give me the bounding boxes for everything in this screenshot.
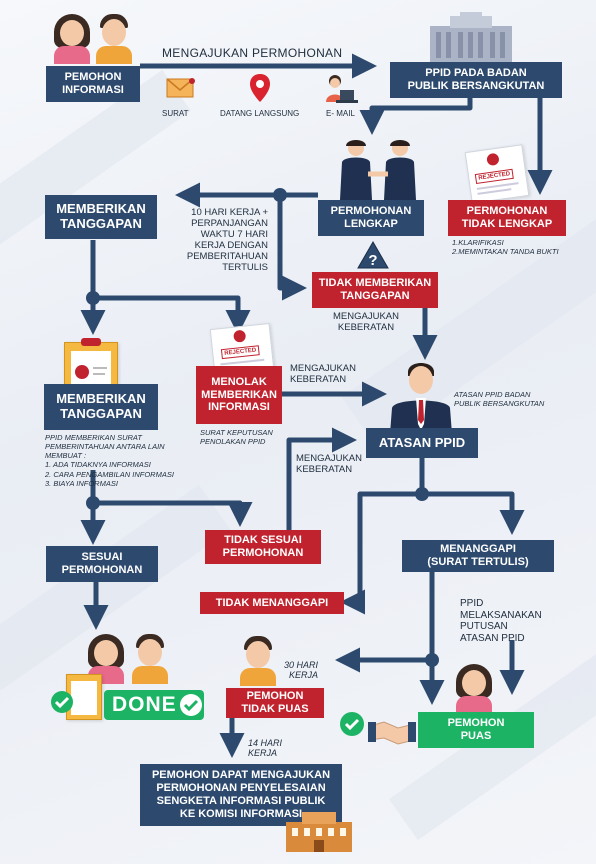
tidak-sesuai-permohonan-box: TIDAK SESUAI PERMOHONAN bbox=[205, 530, 321, 564]
ppid-badan-publik-box: PPID PADA BADAN PUBLIK BERSANGKUTAN bbox=[390, 62, 562, 98]
permohonan-tidak-lengkap-box: PERMOHONAN TIDAK LENGKAP bbox=[448, 200, 566, 236]
check-circle-icon bbox=[51, 691, 73, 713]
check-circle-icon bbox=[340, 712, 364, 736]
menanggapi-surat-tertulis-box: MENANGGAPI (SURAT TERTULIS) bbox=[402, 540, 554, 572]
mengajukan-permohonan-label: MENGAJUKAN PERMOHONAN bbox=[162, 46, 343, 60]
building-icon bbox=[286, 812, 352, 852]
ppid-melaksanakan-label: PPID MELAKSANAKAN PUTUSAN ATASAN PPID bbox=[460, 598, 542, 644]
surat-label: SURAT bbox=[162, 109, 189, 118]
rejected-document-icon: REJECTED bbox=[464, 144, 530, 204]
atasan-ppid-box: ATASAN PPID bbox=[366, 428, 478, 458]
check-circle-icon bbox=[180, 694, 202, 716]
email-label: E- MAIL bbox=[326, 109, 355, 118]
tidak-lengkap-notes: 1.KLARIFIKASI 2.MEMINTAKAN TANDA BUKTI bbox=[452, 238, 559, 256]
pemohon-puas-box: PEMOHON PUAS bbox=[418, 712, 534, 748]
handshake-icon bbox=[368, 721, 416, 745]
question-warning-icon: ? bbox=[357, 240, 389, 269]
surat-keputusan-note: SURAT KEPUTUSAN PENOLAKAN PPID bbox=[200, 428, 273, 446]
man-avatar-icon bbox=[130, 634, 170, 684]
laptop-person-icon bbox=[326, 75, 358, 103]
businessman-icon bbox=[390, 363, 452, 434]
atasan-ppid-note: ATASAN PPID BADAN PUBLIK BERSANGKUTAN bbox=[454, 390, 545, 408]
mengajukan-keberatan-label-1: MENGAJUKAN KEBERATAN bbox=[333, 311, 399, 333]
pemohon-informasi-box: PEMOHON INFORMASI bbox=[46, 66, 140, 102]
handshake-businessmen-icon bbox=[340, 140, 416, 200]
ppid-surat-notes: PPID MEMBERIKAN SURAT PEMBERINTAHUAN ANT… bbox=[45, 433, 174, 488]
tiga-puluh-hari-label: 30 HARI KERJA bbox=[284, 660, 319, 681]
woman-avatar-icon bbox=[52, 14, 92, 64]
svg-text:?: ? bbox=[368, 252, 377, 269]
tidak-memberikan-tanggapan-box: TIDAK MEMBERIKAN TANGGAPAN bbox=[312, 272, 438, 308]
memberikan-tanggapan-box-1: MEMBERIKAN TANGGAPAN bbox=[45, 195, 157, 239]
done-label: DONE bbox=[112, 692, 177, 716]
clipboard-icon bbox=[66, 674, 102, 720]
tidak-menanggapi-box: TIDAK MENANGGAPI bbox=[200, 592, 344, 614]
empat-belas-hari-label: 14 HARI KERJA bbox=[248, 738, 283, 759]
memberikan-tanggapan-box-2: MEMBERIKAN TANGGAPAN bbox=[44, 384, 158, 430]
envelope-icon bbox=[166, 78, 195, 98]
mengajukan-keberatan-label-2: MENGAJUKAN KEBERATAN bbox=[290, 363, 356, 385]
mengajukan-keberatan-label-3: MENGAJUKAN KEBERATAN bbox=[296, 453, 362, 475]
man-avatar-icon bbox=[94, 14, 134, 64]
government-building-icon bbox=[430, 12, 512, 62]
man-avatar-icon bbox=[238, 636, 278, 686]
permohonan-lengkap-box: PERMOHONAN LENGKAP bbox=[318, 200, 424, 236]
rejected-stamp: REJECTED bbox=[220, 345, 260, 360]
menolak-memberikan-informasi-box: MENOLAK MEMBERIKAN INFORMASI bbox=[196, 366, 282, 424]
rejected-stamp: REJECTED bbox=[474, 168, 514, 184]
sepuluh-hari-kerja-note: 10 HARI KERJA + PERPANJANGAN WAKTU 7 HAR… bbox=[186, 207, 268, 273]
datang-langsung-label: DATANG LANGSUNG bbox=[220, 109, 300, 118]
pemohon-tidak-puas-box: PEMOHON TIDAK PUAS bbox=[226, 688, 324, 718]
woman-avatar-icon bbox=[454, 664, 494, 714]
location-pin-icon bbox=[250, 74, 270, 102]
sesuai-permohonan-box: SESUAI PERMOHONAN bbox=[46, 546, 158, 582]
